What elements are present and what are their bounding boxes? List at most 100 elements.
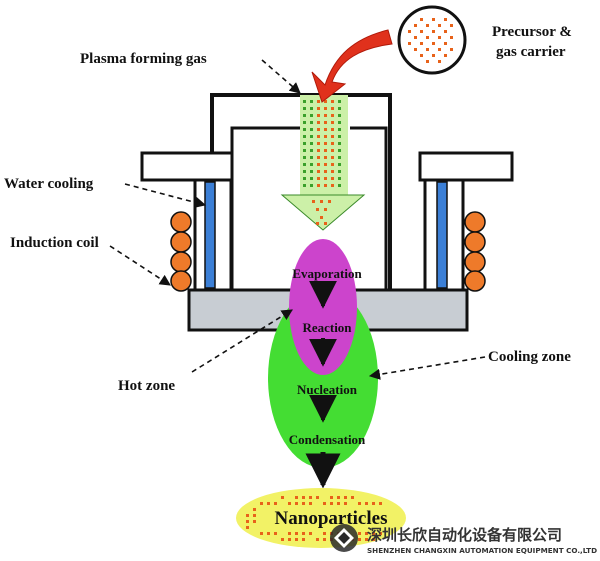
nanoparticle: [372, 502, 375, 505]
nozzle-gas-particle: [303, 128, 306, 131]
precursor-particle: [444, 54, 447, 57]
nanoparticle: [323, 502, 326, 505]
nozzle-gas-particle: [338, 156, 341, 159]
nozzle-tip: [280, 194, 366, 231]
nozzle-tip-particle: [312, 200, 315, 203]
nozzle-core-particle: [324, 156, 327, 159]
label-hot-zone: Hot zone: [118, 378, 175, 394]
induction-coil-left: [170, 211, 192, 292]
nozzle-tip-particle: [316, 222, 319, 225]
precursor-particle: [420, 42, 423, 45]
nanoparticle: [281, 496, 284, 499]
step-evaporation: Evaporation: [292, 266, 362, 281]
nanoparticle: [246, 526, 249, 529]
precursor-particle: [432, 54, 435, 57]
nanoparticle: [344, 502, 347, 505]
nanoparticle: [365, 538, 368, 541]
precursor-particle: [426, 36, 429, 39]
nozzle-gas-particle: [310, 107, 313, 110]
induction-coil-right: [464, 211, 486, 292]
step-condensation: Condensation: [289, 432, 366, 447]
nozzle-core-particle: [324, 114, 327, 117]
nozzle-core-particle: [324, 170, 327, 173]
left-flange: [140, 151, 234, 182]
nozzle-core-particle: [317, 156, 320, 159]
nanoparticle: [260, 502, 263, 505]
right-flange: [418, 151, 514, 182]
nozzle-gas-particle: [338, 149, 341, 152]
nozzle-core-particle: [331, 107, 334, 110]
precursor-particle: [438, 48, 441, 51]
nanoparticle: [253, 520, 256, 523]
nozzle-core-particle: [331, 114, 334, 117]
precursor-particle: [438, 24, 441, 27]
nozzle-gas-particle: [303, 121, 306, 124]
nozzle-core-particle: [317, 163, 320, 166]
precursor-particle: [444, 18, 447, 21]
nozzle-core-particle: [317, 128, 320, 131]
precursor-particle: [438, 60, 441, 63]
nozzle-gas-particle: [338, 114, 341, 117]
precursor-particle: [438, 36, 441, 39]
nanoparticle: [351, 496, 354, 499]
nanoparticle: [302, 532, 305, 535]
precursor-particle: [432, 30, 435, 33]
nozzle-core-particle: [331, 100, 334, 103]
nozzle-core-particle: [331, 163, 334, 166]
nozzle-core-particle: [317, 149, 320, 152]
nozzle-gas-particle: [338, 135, 341, 138]
nanoparticle: [316, 538, 319, 541]
precursor-particle: [414, 24, 417, 27]
nanoparticle: [358, 532, 361, 535]
precursor-particle: [408, 42, 411, 45]
nozzle-core-particle: [317, 177, 320, 180]
nozzle-core-particle: [324, 107, 327, 110]
nozzle-gas-particle: [338, 100, 341, 103]
nozzle-gas-particle: [310, 149, 313, 152]
precursor-particle: [432, 42, 435, 45]
watermark: 深圳长欣自动化设备有限公司 SHENZHEN CHANGXIN AUTOMATI…: [330, 524, 597, 555]
watermark-company-cn: 深圳长欣自动化设备有限公司: [367, 526, 562, 544]
leader-lines: [109, 59, 486, 380]
nozzle-core-particle: [317, 121, 320, 124]
nozzle-tip-particle: [316, 208, 319, 211]
nanoparticle: [365, 532, 368, 535]
label-precursor-line1: Precursor &: [492, 24, 572, 40]
product-label: Nanoparticles: [275, 508, 388, 529]
precursor-particle: [414, 48, 417, 51]
nozzle-gas-particle: [338, 170, 341, 173]
nozzle-core-particle: [317, 100, 320, 103]
nanoparticle: [288, 538, 291, 541]
nanoparticle: [372, 532, 375, 535]
precursor-particle: [426, 60, 429, 63]
nanoparticle: [309, 532, 312, 535]
nanoparticle: [260, 532, 263, 535]
nanoparticle: [253, 508, 256, 511]
nozzle-core-particle: [317, 170, 320, 173]
nozzle-core-particle: [331, 128, 334, 131]
nozzle-gas-particle: [310, 170, 313, 173]
nanoparticle: [309, 496, 312, 499]
nozzle-core-particle: [317, 135, 320, 138]
nanoparticle: [288, 532, 291, 535]
nanoparticle: [323, 538, 326, 541]
nanoparticle: [295, 496, 298, 499]
nanoparticle: [330, 496, 333, 499]
nozzle-gas-particle: [303, 170, 306, 173]
nozzle-gas-particle: [303, 114, 306, 117]
nozzle-core-particle: [317, 142, 320, 145]
nanoparticle: [365, 502, 368, 505]
label-plasma-forming-gas: Plasma forming gas: [80, 51, 207, 67]
nozzle-tip-particle: [320, 200, 323, 203]
nozzle-core-particle: [331, 156, 334, 159]
nozzle-gas-particle: [310, 114, 313, 117]
nanoparticle: [281, 538, 284, 541]
nozzle-gas-particle: [338, 107, 341, 110]
nanoparticle: [323, 532, 326, 535]
precursor-particle: [450, 48, 453, 51]
nanoparticle: [295, 502, 298, 505]
nanoparticle: [274, 532, 277, 535]
precursor-particle: [420, 18, 423, 21]
nozzle-gas-particle: [303, 177, 306, 180]
nanoparticle: [302, 538, 305, 541]
